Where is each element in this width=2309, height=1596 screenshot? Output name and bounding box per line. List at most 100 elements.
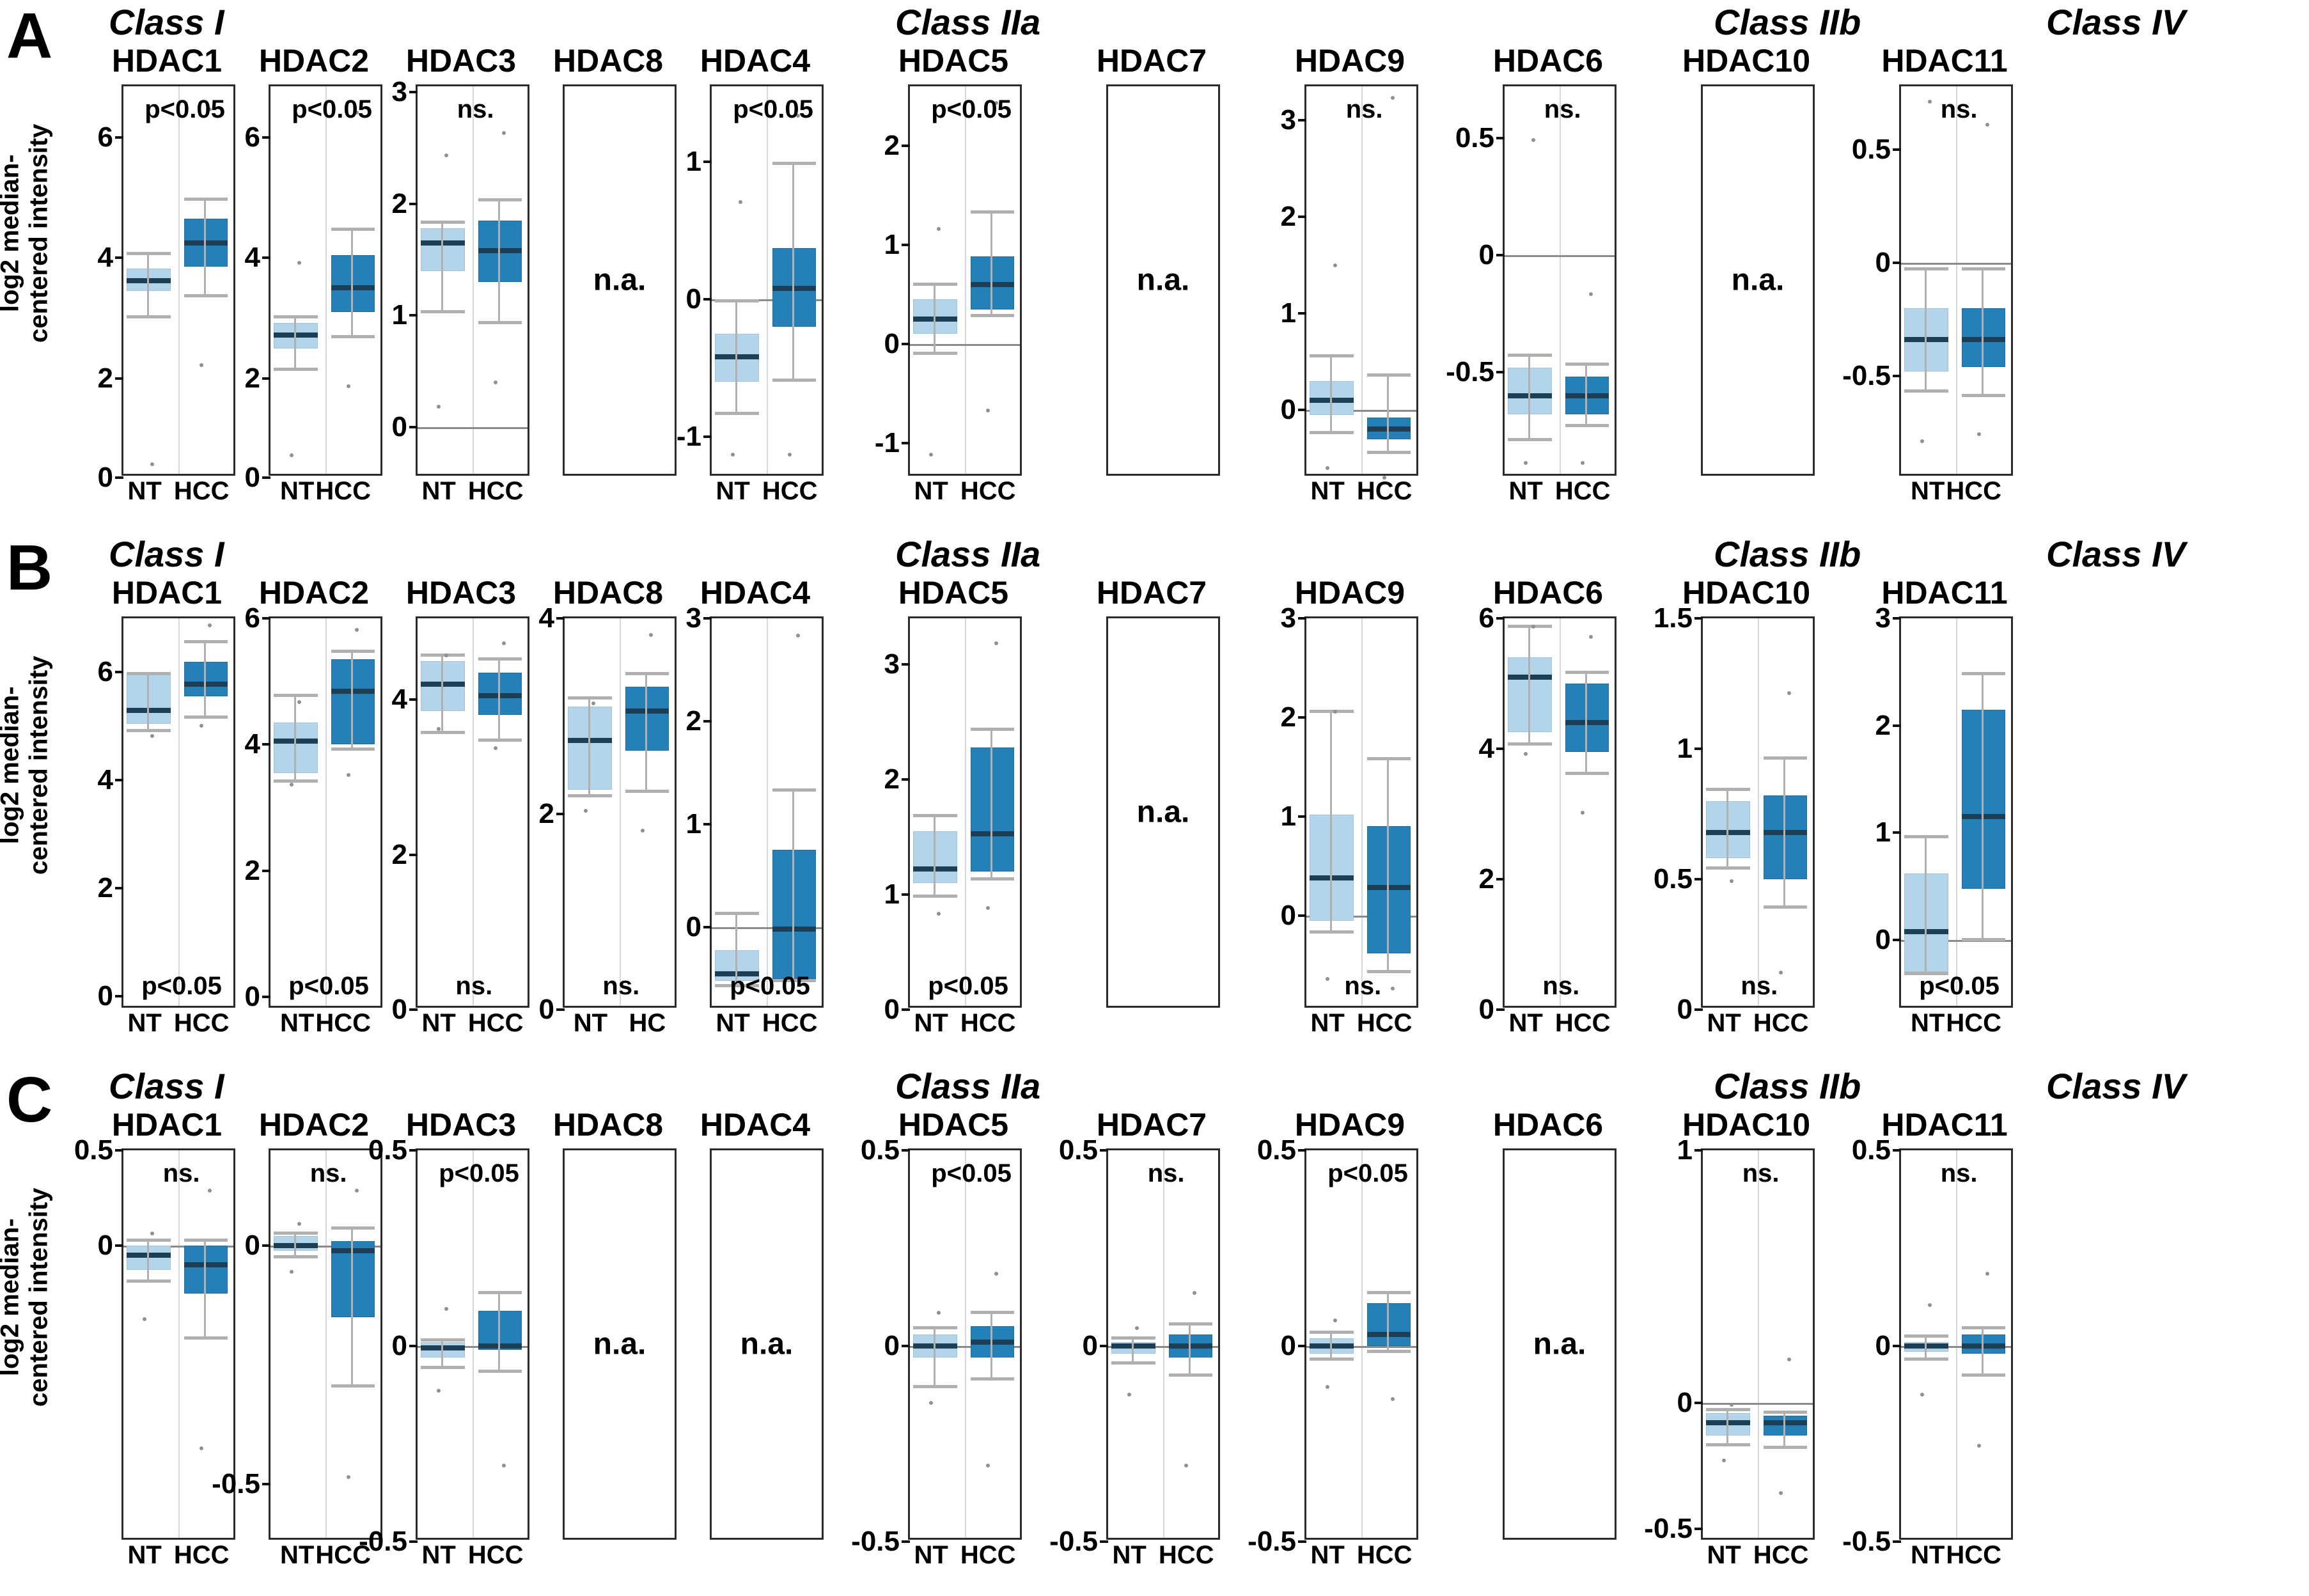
y-tick-HDAC8-4: 4: [539, 604, 565, 632]
significance-label-HDAC5: p<0.05: [931, 95, 1012, 123]
outlier-point-HDAC8-nt-1: [583, 809, 588, 813]
whisker-min-HDAC1-hcc: [184, 1336, 228, 1340]
plot-title-HDAC6: HDAC6: [1492, 1107, 1604, 1143]
y-tick-HDAC10--0.5: -0.5: [1644, 1515, 1703, 1543]
y-tick-HDAC9-2: 2: [1281, 703, 1306, 731]
whisker-min-HDAC2-hcc: [331, 747, 375, 751]
whisker-min-HDAC11-nt: [1904, 389, 1948, 393]
whisker-stem-HDAC5-nt: [933, 282, 935, 352]
significance-label-HDAC1: p<0.05: [145, 95, 225, 123]
y-tick-HDAC11--0.5: -0.5: [1842, 361, 1901, 390]
group-divider-HDAC3: [473, 1150, 474, 1538]
plot-title-HDAC3: HDAC3: [405, 575, 517, 611]
plot-title-HDAC6: HDAC6: [1492, 43, 1604, 79]
whisker-stem-HDAC3-hcc: [498, 657, 501, 739]
y-tick-HDAC2-4: 4: [245, 244, 270, 272]
y-tick-HDAC6-0: 0: [1479, 240, 1505, 269]
x-axis-label-HDAC11-hcc: HCC: [1946, 477, 2001, 505]
outlier-point-HDAC6-hcc-0: [1588, 292, 1593, 297]
x-axis-label-HDAC1-hcc: HCC: [173, 1009, 230, 1037]
whisker-stem-HDAC9-hcc: [1387, 1291, 1389, 1350]
class-label-class-iib: Class IIb: [1714, 2, 1861, 42]
y-tick-HDAC6--0.5: -0.5: [1446, 358, 1505, 386]
y-tick-HDAC6-0: 0: [1479, 996, 1505, 1024]
plot-title-HDAC8: HDAC8: [552, 575, 664, 611]
outlier-point-HDAC2-nt-0: [297, 261, 302, 265]
outlier-point-HDAC9-nt-0: [1333, 263, 1338, 267]
whisker-stem-HDAC2-hcc: [351, 1226, 354, 1384]
x-axis-label-HDAC1-hcc: HCC: [173, 1541, 230, 1569]
whisker-stem-HDAC6-hcc: [1585, 363, 1588, 424]
outlier-point-HDAC2-hcc-0: [354, 1188, 359, 1193]
zero-reference-line-HDAC5: [910, 343, 1020, 346]
whisker-stem-HDAC2-hcc: [351, 650, 354, 748]
x-axis-label-HDAC4-hcc: HCC: [762, 1009, 818, 1037]
plot-title-HDAC4: HDAC4: [700, 575, 811, 611]
outlier-point-HDAC8-hcc-1: [641, 828, 645, 833]
outlier-point-HDAC9-nt-1: [1325, 465, 1329, 470]
group-divider-HDAC9: [1361, 618, 1363, 1006]
whisker-min-HDAC5-nt: [913, 352, 957, 356]
whisker-stem-HDAC3-nt: [441, 1338, 443, 1366]
y-tick-HDAC4-3: 3: [686, 604, 712, 632]
x-axis-label-HDAC10-hcc: HCC: [1753, 1541, 1809, 1569]
zero-reference-line-HDAC9: [1306, 915, 1416, 918]
na-label-HDAC7: n.a.: [1136, 263, 1190, 297]
plot-title-HDAC7: HDAC7: [1096, 575, 1207, 611]
na-label-HDAC8: n.a.: [593, 1327, 646, 1361]
whisker-stem-HDAC1-hcc: [204, 639, 207, 716]
outlier-point-HDAC5-hcc-1: [986, 408, 990, 412]
outlier-point-HDAC3-nt-1: [436, 726, 441, 731]
y-tick-HDAC5--0.5: -0.5: [851, 1528, 910, 1556]
x-axis-label-HDAC9-hcc: HCC: [1356, 477, 1413, 505]
outlier-point-HDAC6-nt-0: [1531, 625, 1536, 629]
na-label-HDAC6: n.a.: [1533, 1327, 1586, 1361]
class-label-class-i: Class I: [109, 1066, 224, 1106]
x-axis-label-HDAC4-nt: NT: [716, 1009, 750, 1037]
y-tick-HDAC2-2: 2: [245, 364, 270, 393]
outlier-point-HDAC10-hcc-1: [1779, 970, 1783, 974]
outlier-point-HDAC2-hcc-1: [347, 772, 351, 777]
whisker-min-HDAC2-hcc: [331, 334, 375, 338]
outlier-point-HDAC2-nt-1: [289, 1269, 294, 1274]
y-tick-HDAC11-0: 0: [1875, 926, 1901, 954]
y-tick-HDAC4-0: 0: [686, 285, 712, 313]
outlier-point-HDAC3-hcc-1: [494, 380, 498, 384]
y-tick-HDAC10-0: 0: [1677, 996, 1703, 1024]
y-tick-HDAC10-1: 1: [1677, 735, 1703, 763]
class-label-class-iia: Class IIa: [895, 2, 1041, 42]
outlier-point-HDAC9-hcc-0: [1390, 1396, 1395, 1401]
significance-label-HDAC6: ns.: [1542, 972, 1580, 1000]
x-axis-label-HDAC11-hcc: HCC: [1946, 1009, 2001, 1037]
outlier-point-HDAC1-hcc-0: [207, 107, 212, 111]
x-axis-label-HDAC5-hcc: HCC: [960, 1009, 1016, 1037]
whisker-stem-HDAC11-hcc: [1982, 1326, 1984, 1373]
significance-label-HDAC4: p<0.05: [730, 972, 810, 1000]
x-axis-label-HDAC2-hcc: HCC: [315, 477, 371, 505]
significance-label-HDAC2: ns.: [309, 1159, 347, 1187]
y-tick-HDAC11-0.5: 0.5: [1852, 136, 1901, 164]
group-divider-HDAC11: [1956, 1150, 1957, 1538]
plot-title-HDAC5: HDAC5: [898, 1107, 1009, 1143]
outlier-point-HDAC9-hcc-1: [1382, 475, 1387, 480]
plot-frame-HDAC8: n.a.: [563, 84, 677, 476]
outlier-point-HDAC1-hcc-1: [200, 723, 204, 728]
class-label-class-iv: Class IV: [2046, 2, 2186, 42]
